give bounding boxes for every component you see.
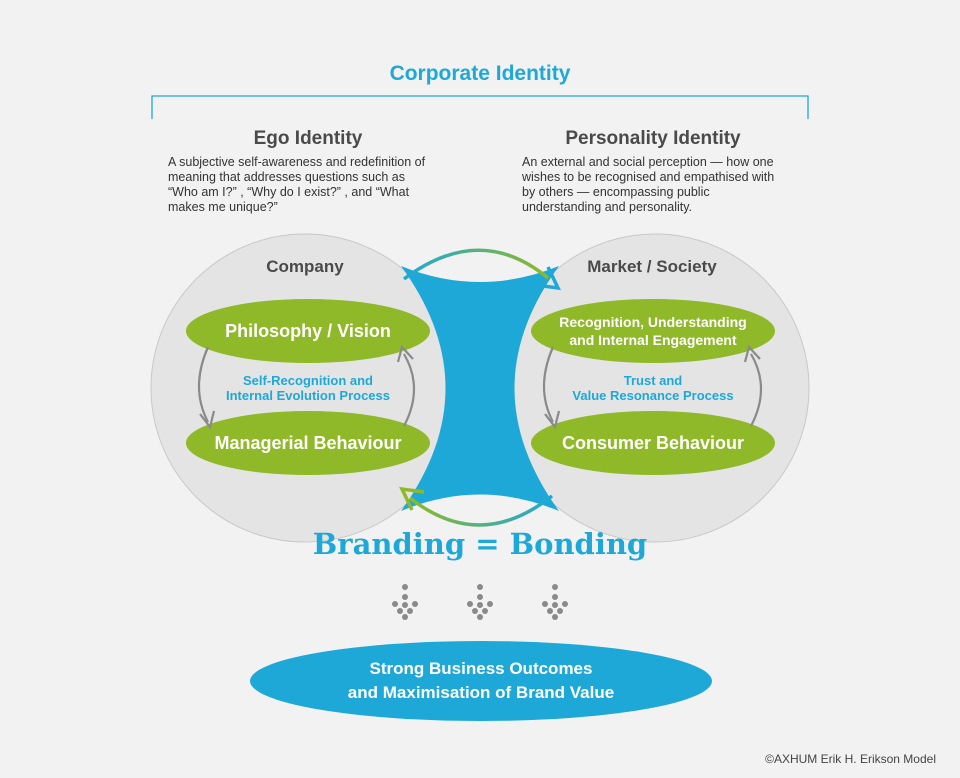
diagram-title: Corporate Identity [389, 62, 571, 85]
consumer-behaviour-label: Consumer Behaviour [561, 433, 745, 453]
dotted-down-arrow-middle [467, 584, 493, 620]
market-process-text: Trust and Value Resonance Process [553, 373, 753, 403]
market-down-arrow [543, 346, 555, 423]
company-process-line: Self-Recognition and [243, 373, 373, 388]
personality-identity-description: An external and social perception — how … [522, 155, 812, 215]
ego-identity-description: A subjective self-awareness and redefini… [168, 155, 458, 215]
top-flow-arrow [402, 248, 550, 281]
recognition-label-line: and Internal Engagement [569, 332, 737, 348]
market-process-line: Trust and [623, 373, 683, 388]
market-process-line: Value Resonance Process [572, 388, 734, 403]
dotted-down-arrow-left [392, 584, 418, 620]
company-up-arrow [403, 353, 415, 427]
company-down-arrow [198, 346, 210, 423]
company-down-arrowhead [199, 410, 216, 430]
market-up-arrowhead [743, 344, 761, 363]
philosophy-vision-label: Philosophy / Vision [225, 321, 391, 341]
market-up-arrow [750, 353, 762, 427]
outcome-line: Strong Business Outcomes [369, 659, 593, 678]
philosophy-vision-pill [186, 299, 430, 363]
ego-desc-line: A subjective self-awareness and redefini… [168, 155, 426, 169]
personality-identity-title: Personality Identity [565, 128, 741, 149]
outcome-line: and Maximisation of Brand Value [347, 683, 615, 702]
bottom-flow-arrow [408, 494, 554, 527]
ego-desc-line: “Who am I?” , “Why do I exist?” , and “W… [168, 185, 410, 199]
ego-desc-line: makes me unique?” [168, 200, 278, 214]
company-process-line: Internal Evolution Process [226, 388, 390, 403]
bonding-bridge [401, 266, 559, 511]
personality-desc-line: wishes to be recognised and empathised w… [522, 170, 775, 184]
personality-desc-line: by others — encompassing public [522, 185, 710, 199]
dotted-down-arrow-right [542, 584, 568, 620]
market-society-label: Market / Society [587, 257, 717, 276]
managerial-behaviour-label: Managerial Behaviour [214, 433, 402, 453]
company-label: Company [266, 257, 344, 276]
recognition-pill [531, 299, 775, 363]
branding-bonding-heading: Branding = Bonding [312, 527, 648, 561]
personality-desc-line: understanding and personality. [522, 200, 693, 214]
top-flow-arrowhead [535, 266, 561, 291]
outcome-ellipse [250, 641, 712, 721]
ego-desc-line: meaning that addresses questions such as [168, 170, 405, 184]
outcome-text: Strong Business Outcomes and Maximisatio… [250, 640, 712, 722]
bottom-flow-arrowhead [399, 486, 425, 511]
market-down-arrowhead [544, 410, 561, 430]
recognition-label-line: Recognition, Understanding [559, 314, 747, 330]
corporate-identity-bracket [151, 95, 809, 119]
ego-identity-title: Ego Identity [253, 128, 363, 149]
personality-desc-line: An external and social perception — how … [522, 155, 774, 169]
copyright-footer: ©AXHUM Erik H. Erikson Model [765, 752, 936, 766]
company-up-arrowhead [396, 344, 414, 363]
company-process-text: Self-Recognition and Internal Evolution … [208, 373, 408, 403]
consumer-behaviour-pill [531, 411, 775, 475]
recognition-label: Recognition, Understanding and Internal … [531, 299, 775, 363]
managerial-behaviour-pill [186, 411, 430, 475]
